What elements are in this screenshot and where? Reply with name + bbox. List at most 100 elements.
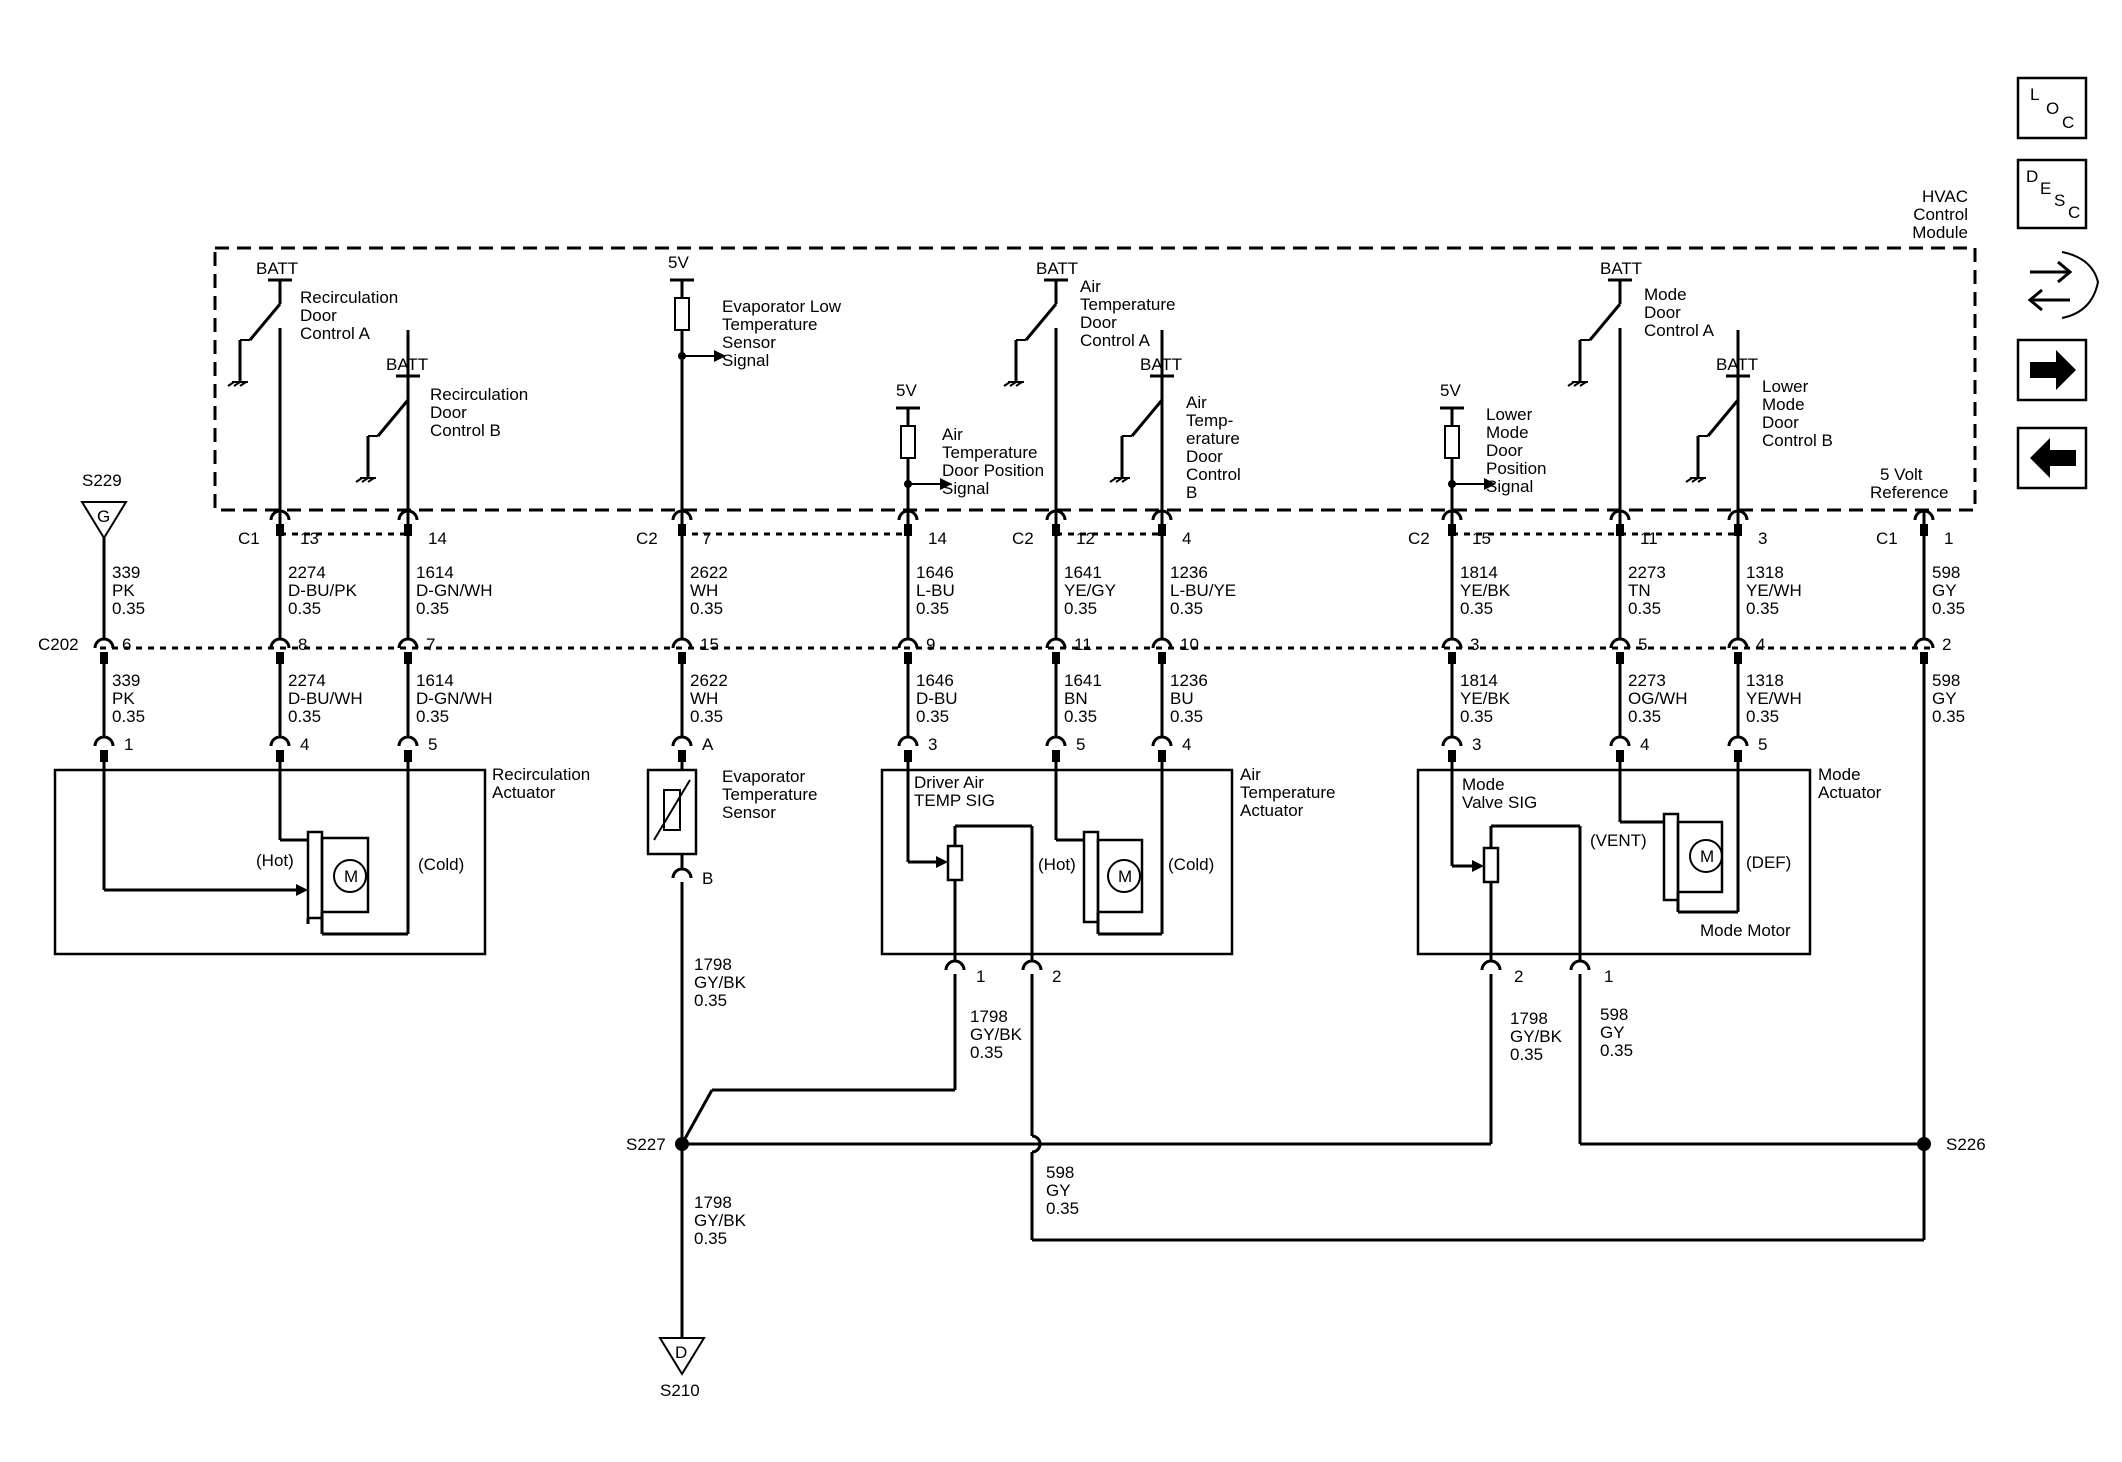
wire-bottom-color-5: BN	[1064, 689, 1088, 708]
pin-bottom-bar-5	[1052, 750, 1060, 762]
wire-top-gauge-6: 0.35	[1170, 599, 1203, 618]
pin-top-bar-3	[904, 524, 912, 536]
evap-sensor-line-1: Evaporator	[722, 767, 805, 786]
pin-top-bar-2	[678, 524, 686, 536]
c202-bar-1	[276, 652, 284, 664]
pin-bottom-cup-4	[897, 735, 919, 747]
air-act-line-3: Actuator	[1240, 801, 1304, 820]
evap-low-line-4: Signal	[722, 351, 769, 370]
wire-bottom-num-1: 2274	[288, 671, 326, 690]
pin-bottom-label-8: 4	[1640, 735, 1649, 754]
lower-mode-line-1: Lower	[1486, 405, 1533, 424]
mode-pin-2: 2	[1514, 967, 1523, 986]
pin-bottom-label-4: 3	[928, 735, 937, 754]
airtemp-b-line-2: Temp-	[1186, 411, 1233, 430]
swap-icon[interactable]	[2027, 251, 2100, 319]
splice-s227	[675, 1137, 689, 1151]
label-recirc-a: BATT Recirculation Door Control A	[256, 259, 398, 343]
loc-letter-c: C	[2062, 113, 2074, 132]
wire-top-gauge-10: 0.35	[1932, 599, 1965, 618]
wire-top-num-6: 1236	[1170, 563, 1208, 582]
wire-top-color-5: YE/GY	[1064, 581, 1116, 600]
splice-s226	[1917, 1137, 1931, 1151]
wire-bottom-num-4: 1646	[916, 671, 954, 690]
pin-top-label-6: 15	[1472, 529, 1491, 548]
c202-cup-6	[1151, 637, 1173, 649]
c202-pin-label-9: 4	[1756, 635, 1765, 654]
pin-bottom-cup-1	[269, 735, 291, 747]
recirc-motor-m: M	[344, 867, 358, 886]
pin-bottom-bar-2	[404, 750, 412, 762]
evap-sensor-line-2: Temperature	[722, 785, 817, 804]
wire-top-gauge-9: 0.35	[1746, 599, 1779, 618]
airtemp-pos-line-3: Door Position	[942, 461, 1044, 480]
pin-top-label-1: 14	[428, 529, 447, 548]
pin-bottom-cup-8	[1609, 735, 1631, 747]
label-airtemp-a: BATT Air Temperature Door Control A	[1036, 259, 1175, 350]
airtemp-pos-line-1: Air	[942, 425, 963, 444]
wire-598-bottom-g: 0.35	[1046, 1199, 1079, 1218]
wire-1798-evap-c: GY/BK	[694, 973, 747, 992]
mode-b-line-3: Door	[1762, 413, 1799, 432]
pin-bottom-label-0: 1	[124, 735, 133, 754]
loc-button[interactable]: L O C	[2016, 76, 2088, 140]
wire-top-gauge-8: 0.35	[1628, 599, 1661, 618]
wire-top-color-0: PK	[112, 581, 135, 600]
back-arrow-icon[interactable]	[2016, 426, 2088, 490]
c202-bar-3	[678, 652, 686, 664]
mode-sig-arrow	[1472, 860, 1484, 872]
recirc-a-line-1: Recirculation	[300, 288, 398, 307]
forward-arrow-icon[interactable]	[2016, 338, 2088, 402]
label-lower-mode: 5V Lower Mode Door Position Signal	[1440, 381, 1546, 496]
wire-bottom-color-9: YE/WH	[1746, 689, 1802, 708]
wire-bottom-gauge-1: 0.35	[288, 707, 321, 726]
airtemp-b-line-6: B	[1186, 483, 1197, 502]
c202-cup-2	[397, 637, 419, 649]
pin-top-bar-0	[276, 524, 284, 536]
pin-top-bar-6	[1448, 524, 1456, 536]
wire-top-gauge-1: 0.35	[288, 599, 321, 618]
s229-g: G	[97, 507, 110, 526]
wire-bottom-color-4: D-BU	[916, 689, 958, 708]
pin-top-label-3: 14	[928, 529, 947, 548]
mode-sig-line-1: Mode	[1462, 775, 1505, 794]
switch-airtemp-a-gnd-sym	[1003, 381, 1024, 387]
pin-bottom-cup-9	[1727, 735, 1749, 747]
pin-bottom-cup-7	[1441, 735, 1463, 747]
ground-s210: D S210	[658, 1337, 706, 1400]
connector-c1-right: C1	[1876, 529, 1898, 548]
evaporator-temperature-sensor: Evaporator Temperature Sensor B	[646, 767, 817, 888]
batt-label-3: BATT	[1036, 259, 1078, 278]
lower-mode-line-4: Position	[1486, 459, 1546, 478]
label-five-volt-ref: 5 Volt Reference	[1870, 465, 1948, 502]
wire-top-gauge-4: 0.35	[916, 599, 949, 618]
label-airtemp-pos: 5V Air Temperature Door Position Signal	[896, 381, 1044, 498]
wire-1798-ground-g: 0.35	[694, 1229, 727, 1248]
air-pin2-cup	[1021, 959, 1043, 971]
desc-button[interactable]: D E S C	[2016, 158, 2088, 230]
pin-top-cup-7	[1609, 509, 1631, 521]
c202-pin-label-6: 10	[1180, 635, 1199, 654]
c202-pin-label-4: 9	[926, 635, 935, 654]
five-volt-ref-line-1: 5 Volt	[1880, 465, 1923, 484]
c202-bar-9	[1734, 652, 1742, 664]
wires	[93, 330, 1935, 1338]
recirc-sig-arrow	[296, 884, 308, 896]
wire-bottom-color-3: WH	[690, 689, 718, 708]
wire-1798-mode-c: GY/BK	[1510, 1027, 1563, 1046]
c202-pin-label-10: 2	[1942, 635, 1951, 654]
wire-1798-mode-n: 1798	[1510, 1009, 1548, 1028]
air-hot: (Hot)	[1038, 855, 1076, 874]
wire-598-mode: 598 GY 0.35	[1600, 1005, 1633, 1060]
pin-bottom-cup-6	[1151, 735, 1173, 747]
wire-bottom-color-7: YE/BK	[1460, 689, 1511, 708]
wire-bottom-gauge-8: 0.35	[1628, 707, 1661, 726]
driver-sig-line-2: TEMP SIG	[914, 791, 995, 810]
c202-cup-5	[1045, 637, 1067, 649]
c202-bar-10	[1920, 652, 1928, 664]
wire-bottom-num-5: 1641	[1064, 671, 1102, 690]
airtemp-a-line-3: Door	[1080, 313, 1117, 332]
v5-label-3: 5V	[1440, 381, 1461, 400]
wire-bottom-gauge-5: 0.35	[1064, 707, 1097, 726]
